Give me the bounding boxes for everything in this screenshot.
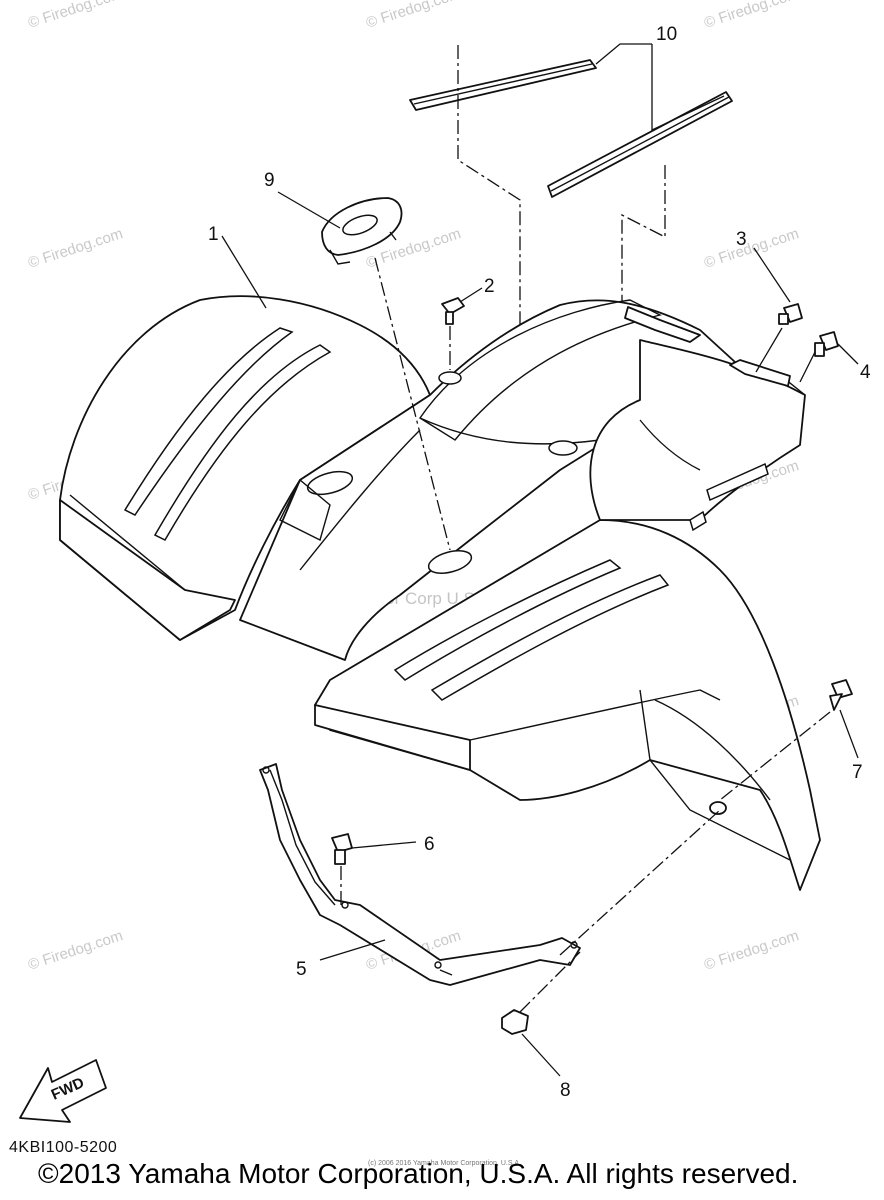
callout-labels: 1 2 3 4 5 6 7 8 9 10 (208, 24, 871, 1101)
fender-body (59, 295, 821, 891)
diagram-code: 4KBI100-5200 (9, 1139, 118, 1156)
part-5-stay (259, 763, 721, 986)
callout-2: 2 (484, 276, 495, 297)
part-9-grommet (277, 191, 451, 551)
callout-4: 4 (860, 362, 871, 383)
part-7-bolt (709, 679, 859, 815)
part-8-nut (501, 951, 581, 1077)
part-4-bolt (799, 331, 859, 383)
fwd-arrow-icon: FWD (19, 1059, 107, 1123)
callout-8: 8 (560, 1080, 571, 1101)
part-3-bolt (753, 247, 803, 373)
callout-1: 1 (208, 224, 219, 245)
watermark: © Firedog.com (702, 0, 801, 32)
watermark: © Firedog.com (364, 0, 463, 32)
callout-6: 6 (424, 834, 435, 855)
watermark: © Firedog.com (26, 927, 125, 974)
watermark: © Firedog.com (26, 225, 125, 272)
part-10-leader (595, 43, 725, 132)
part-2-screw (441, 287, 483, 370)
part-6-bolt (331, 833, 417, 905)
callout-5: 5 (296, 959, 307, 980)
callout-9: 9 (264, 170, 275, 191)
watermark: © Firedog.com (702, 927, 801, 974)
part-1-leader (221, 235, 267, 309)
callout-3: 3 (736, 229, 747, 250)
callout-7: 7 (852, 762, 863, 783)
callout-10: 10 (656, 24, 677, 45)
copyright-notice: ©2013 Yamaha Motor Corporation, U.S.A. A… (38, 1158, 799, 1189)
part-10-strips (409, 45, 733, 392)
fine-print: (c) 2006 2016 Yamaha Motor Corporation, … (368, 1160, 522, 1167)
watermark: © Firedog.com (26, 0, 125, 32)
watermark: © Firedog.com (702, 225, 801, 272)
